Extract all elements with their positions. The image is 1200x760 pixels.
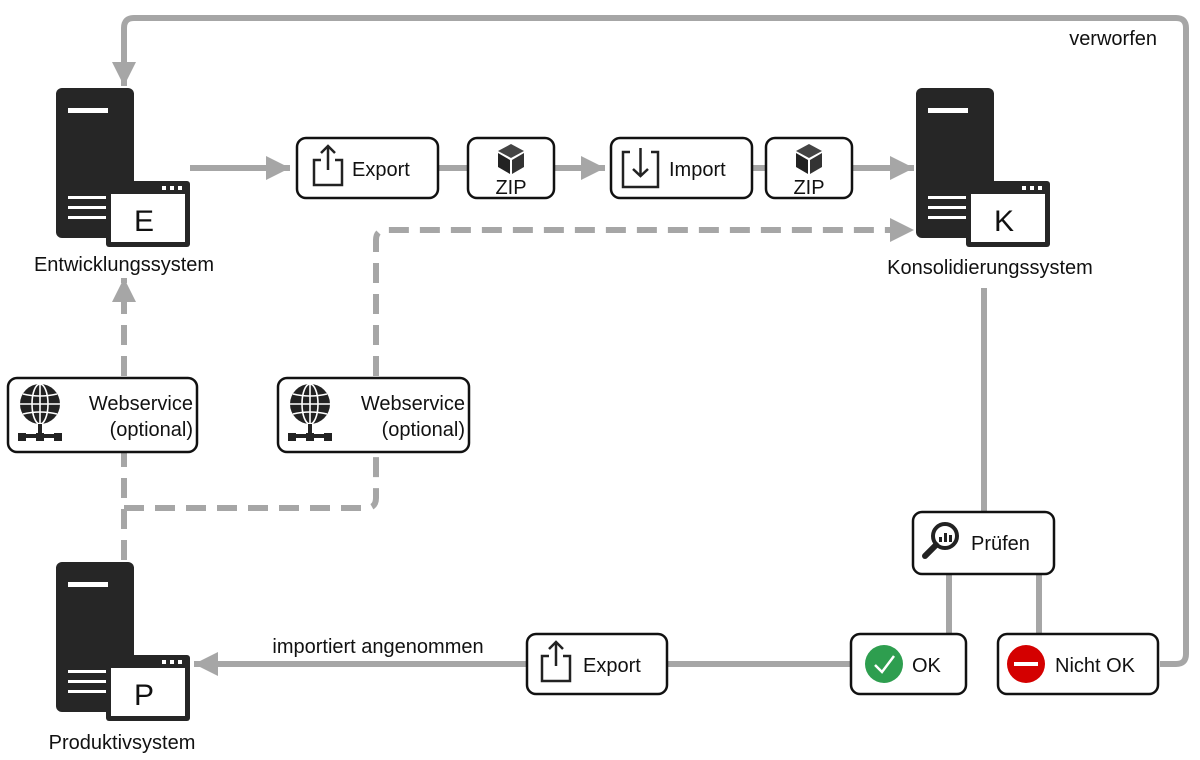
flow-verworfen-loop [112, 15, 1189, 667]
server-icon [56, 88, 190, 247]
server-konsolidierung[interactable]: K [916, 88, 1050, 247]
system-label-entwicklung: Entwicklungssystem [34, 254, 214, 276]
step-label: ZIP [793, 177, 824, 199]
step-label: Export [583, 655, 641, 677]
server-icon [56, 562, 190, 721]
optional-connectors [112, 218, 914, 560]
export-icon [312, 144, 344, 187]
step-label-line-1: Webservice [89, 393, 193, 415]
step-ok[interactable]: OK [849, 632, 968, 696]
step-label: Prüfen [971, 533, 1030, 555]
export-icon [540, 640, 572, 683]
import-icon [621, 148, 660, 189]
package-icon [796, 144, 822, 174]
step-export-top[interactable]: Export [295, 136, 440, 200]
server-entwicklung[interactable]: E [56, 88, 190, 247]
step-label-line-1: Webservice [361, 393, 465, 415]
system-letter: P [134, 679, 154, 712]
step-export-bottom[interactable]: Export [525, 632, 669, 696]
system-letter: E [134, 205, 154, 238]
check-circle-icon [865, 645, 903, 683]
step-label: OK [912, 655, 942, 677]
step-label: Nicht OK [1055, 655, 1136, 677]
step-pruefen[interactable]: Prüfen [911, 510, 1056, 576]
step-webservice-left[interactable]: Webservice (optional) [6, 376, 199, 454]
minus-circle-icon [1007, 645, 1045, 683]
system-label-produktiv: Produktivsystem [49, 732, 196, 754]
step-import[interactable]: Import [609, 136, 754, 200]
magnifier-icon [922, 522, 959, 559]
step-label: Export [352, 159, 410, 181]
step-label-line-2: (optional) [110, 419, 193, 441]
step-label-line-2: (optional) [382, 419, 465, 441]
dash-bottom-link [124, 452, 379, 511]
edge-label-importiert: importiert angenommen [272, 636, 483, 658]
edge-label-verworfen: verworfen [1069, 28, 1157, 50]
step-nicht-ok[interactable]: Nicht OK [996, 632, 1160, 696]
system-label-konsolidierung: Konsolidierungssystem [887, 257, 1093, 279]
dash-ws-mid-to-k [373, 218, 914, 376]
package-icon [498, 144, 524, 174]
step-label: ZIP [495, 177, 526, 199]
step-label: Import [669, 159, 726, 181]
step-zip-1[interactable]: ZIP [466, 136, 556, 200]
server-icon [916, 88, 1050, 247]
connectors [112, 15, 1189, 676]
step-webservice-mid[interactable]: Webservice (optional) [276, 376, 471, 454]
system-letter: K [994, 205, 1014, 238]
server-produktiv[interactable]: P [56, 562, 190, 721]
globe-network-icon [18, 383, 62, 441]
step-zip-2[interactable]: ZIP [764, 136, 854, 200]
globe-network-icon [288, 383, 332, 441]
